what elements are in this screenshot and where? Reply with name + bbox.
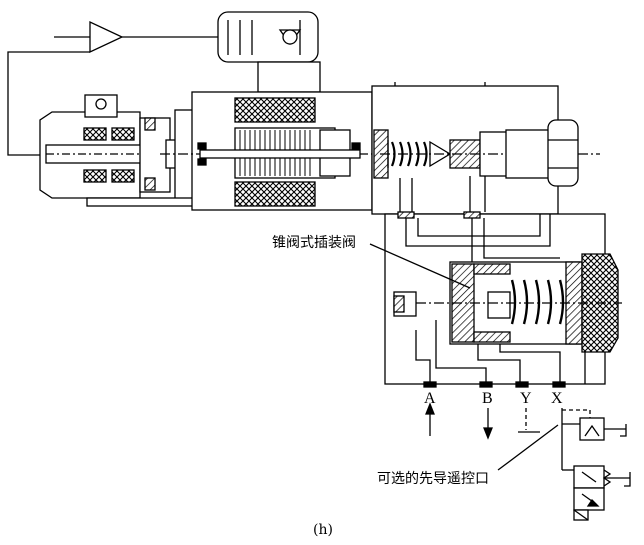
port-y-drain-symbol: [518, 408, 540, 433]
electrical-connector: [217, 11, 321, 93]
pilot-valve-body: [371, 82, 600, 215]
remote-pilot-symbol: [561, 408, 631, 521]
main-cartridge-block: [384, 211, 622, 388]
port-b-label: B: [482, 390, 493, 407]
cartridge-leader-line: [369, 243, 471, 289]
cone-cartridge-label: 锥阀式插装阀: [272, 235, 356, 251]
proportional-solenoid: [160, 91, 380, 211]
figure-caption: (h): [313, 522, 333, 538]
position-transducer: [39, 94, 198, 207]
port-a-label: A: [424, 390, 436, 407]
pilot-port-leader-line: [497, 424, 559, 471]
feedback-line: [7, 51, 90, 156]
port-y-label: Y: [520, 390, 532, 407]
pilot-port-label: 可选的先导遥控口: [377, 471, 489, 487]
port-x-label: X: [551, 390, 563, 407]
port-a-flow-arrow: [425, 402, 435, 436]
port-b-flow-arrow: [483, 408, 493, 440]
